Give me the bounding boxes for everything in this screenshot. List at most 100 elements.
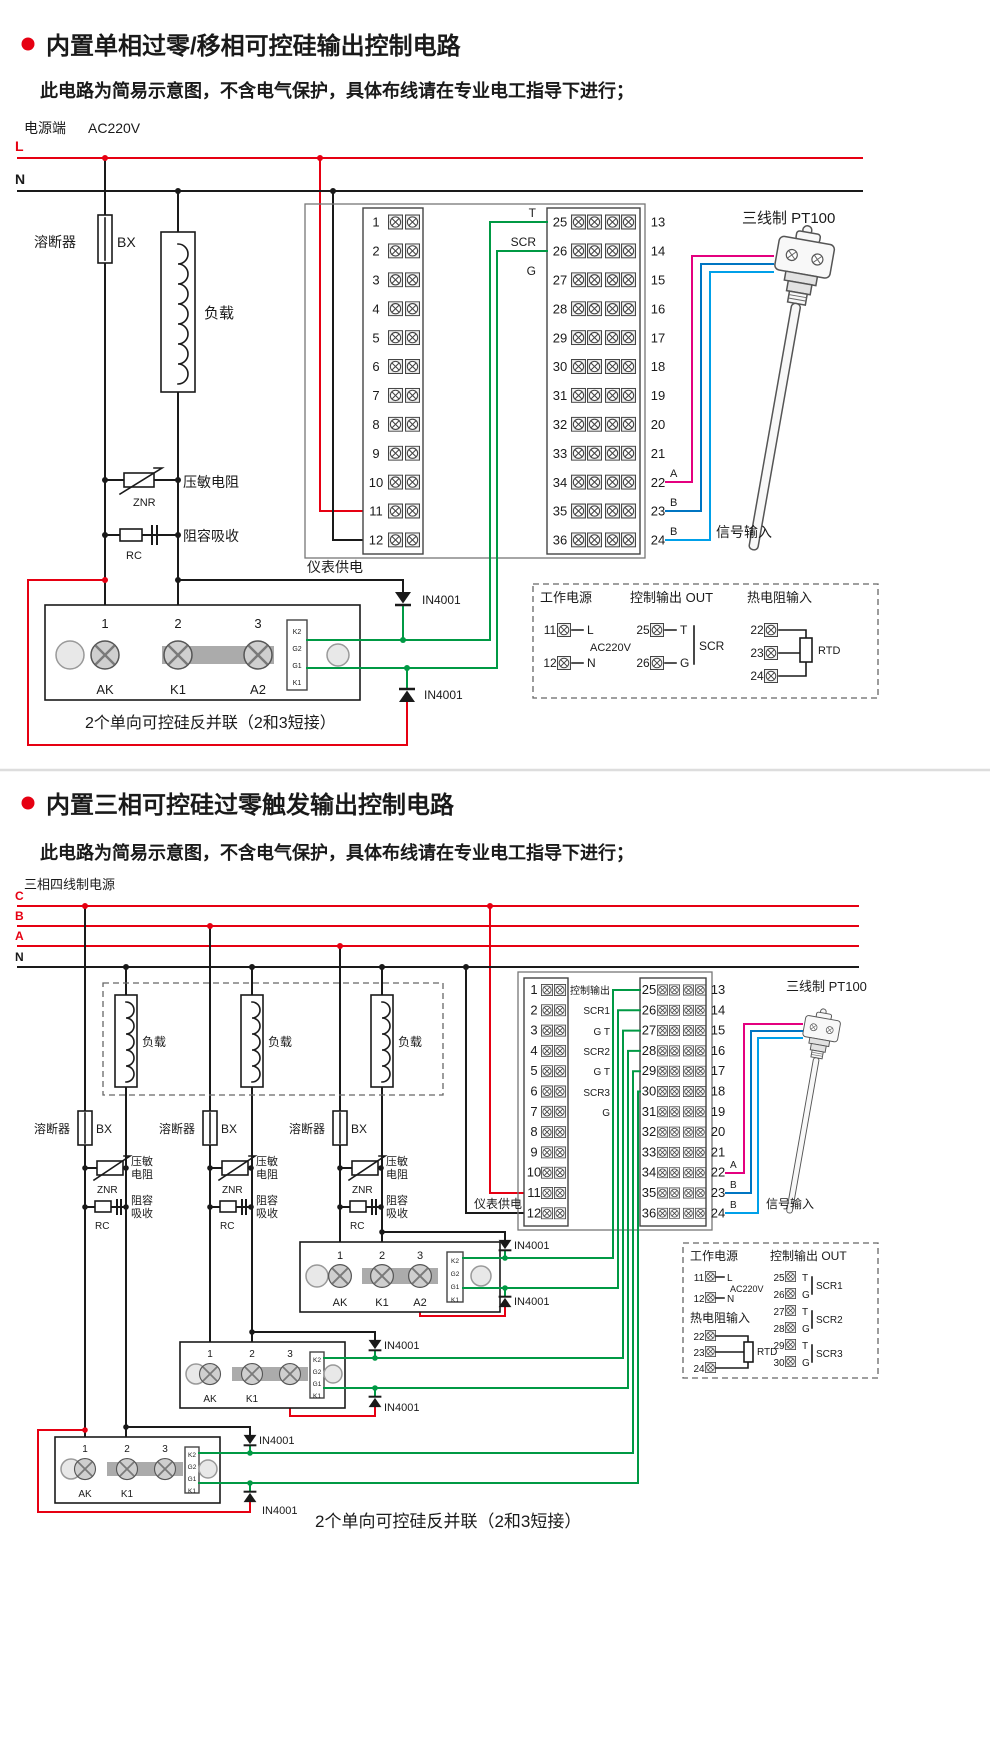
rtd-symbol bbox=[743, 1341, 754, 1363]
block-side-label: G bbox=[602, 1108, 610, 1119]
fuse-label: 溶断器 bbox=[34, 234, 76, 250]
terminal-screw-icon bbox=[605, 387, 620, 403]
section2-title: 内置三相可控硅过零触发输出控制电路 bbox=[46, 791, 455, 819]
rc-label: 阻容 bbox=[131, 1193, 153, 1207]
terminal-screw-icon bbox=[621, 445, 636, 461]
terminal-number: 35 bbox=[642, 1185, 656, 1200]
terminal-number: 13 bbox=[651, 215, 665, 230]
legend-terminal-number: 22 bbox=[750, 623, 764, 637]
terminal-screw-icon bbox=[541, 1187, 553, 1199]
terminal-screw-icon bbox=[388, 272, 403, 288]
terminal-screw-icon bbox=[541, 1166, 553, 1179]
block-side-label: SCR1 bbox=[583, 1006, 610, 1017]
terminal-number: 11 bbox=[369, 504, 383, 519]
load-single bbox=[160, 231, 196, 393]
terminal-screw-icon bbox=[705, 1362, 716, 1373]
legend-ac-label: AC220V bbox=[590, 642, 632, 654]
rc-code: RC bbox=[350, 1221, 364, 1232]
module-terminal-screw-icon bbox=[278, 1362, 302, 1386]
module-terminal-screw-icon bbox=[240, 1362, 264, 1386]
terminal-number: 24 bbox=[651, 533, 665, 548]
terminal-number: 21 bbox=[651, 446, 665, 461]
terminal-screw-icon bbox=[695, 1207, 706, 1219]
diode-label: IN4001 bbox=[259, 1435, 294, 1447]
terminal-screw-icon bbox=[621, 474, 636, 490]
terminal-number: 16 bbox=[711, 1043, 725, 1058]
terminal-screw-icon bbox=[669, 1146, 680, 1158]
section1-subtitle: 此电路为简易示意图，不含电气保护，具体布线请在专业电工指导下进行； bbox=[40, 80, 634, 101]
terminal-screw-icon bbox=[541, 1065, 553, 1078]
terminal-number: 31 bbox=[642, 1104, 656, 1119]
fuse-code: BX bbox=[117, 234, 136, 250]
module-terminal-number: 2 bbox=[174, 616, 181, 631]
legend-terminal-number: 24 bbox=[693, 1364, 705, 1375]
module-terminal-label: A2 bbox=[250, 682, 266, 697]
terminal-screw-icon bbox=[695, 1086, 706, 1097]
znr-label: 电阻 bbox=[131, 1168, 153, 1181]
wire-black-section2 bbox=[17, 905, 859, 1438]
rc-label: 阻容 bbox=[256, 1193, 278, 1207]
terminal-screw-icon bbox=[405, 474, 420, 490]
module-gate-label: G1 bbox=[451, 1284, 460, 1291]
terminal-screw-icon bbox=[554, 1065, 566, 1078]
legend-tg-label: G bbox=[802, 1358, 810, 1369]
terminal-screw-icon bbox=[554, 1166, 566, 1179]
module-terminal-screw-icon bbox=[153, 1457, 177, 1481]
load-label: 负载 bbox=[398, 1035, 422, 1049]
module-gate-label: K1 bbox=[188, 1488, 196, 1495]
terminal-number: 21 bbox=[711, 1144, 725, 1159]
terminal-number: 10 bbox=[369, 475, 383, 490]
terminal-screw-icon bbox=[785, 1305, 796, 1316]
terminal-number: 19 bbox=[651, 388, 665, 403]
bullet-icon bbox=[21, 796, 35, 810]
terminal-screw-icon bbox=[785, 1322, 796, 1333]
terminal-number: 31 bbox=[553, 388, 567, 403]
terminal-number: 29 bbox=[553, 330, 567, 345]
legend-tg-label: T bbox=[802, 1273, 808, 1284]
legend-out-title: 控制输出 OUT bbox=[770, 1248, 847, 1263]
terminal-screw-icon bbox=[571, 243, 586, 259]
znr-rc-set-1: 压敏 电阻 ZNR 阻容 吸收 RC bbox=[82, 1154, 153, 1232]
fuse-2 bbox=[202, 1110, 218, 1146]
out-label-t: T bbox=[529, 206, 537, 220]
terminal-screw-icon bbox=[669, 1106, 680, 1118]
block-side-label: G T bbox=[594, 1027, 610, 1038]
terminal-number: 7 bbox=[530, 1104, 537, 1119]
module-terminal-number: 1 bbox=[82, 1444, 88, 1455]
fuse-code: BX bbox=[221, 1122, 237, 1136]
terminal-screw-icon bbox=[657, 1086, 668, 1097]
legend-terminal-number: 23 bbox=[750, 646, 764, 660]
terminal-screw-icon bbox=[683, 1065, 694, 1077]
terminal-number: 1 bbox=[372, 215, 379, 230]
terminal-screw-icon bbox=[587, 301, 602, 317]
terminal-screw-icon bbox=[669, 1004, 680, 1016]
wire-blue-b1 bbox=[665, 263, 774, 512]
module-terminal-screw-icon bbox=[242, 639, 274, 671]
terminal-screw-icon bbox=[764, 669, 778, 683]
terminal-number: 14 bbox=[711, 1002, 725, 1017]
legend-tg-label: T bbox=[802, 1307, 808, 1318]
terminal-screw-icon bbox=[605, 416, 620, 432]
terminal-number: 36 bbox=[553, 533, 567, 548]
terminal-screw-icon bbox=[657, 1187, 668, 1199]
module-mount-hole bbox=[55, 640, 85, 670]
terminal-number: 28 bbox=[642, 1043, 656, 1058]
module-terminal-screw-icon bbox=[327, 1263, 353, 1289]
terminal-screw-icon bbox=[587, 474, 602, 490]
terminal-screw-icon bbox=[587, 532, 602, 548]
terminal-number: 27 bbox=[642, 1023, 656, 1038]
legend-terminal-number: 11 bbox=[544, 623, 557, 637]
terminal-number: 8 bbox=[372, 417, 379, 432]
terminal-screw-icon bbox=[669, 1025, 680, 1037]
terminal-screw-icon bbox=[557, 623, 571, 637]
legend-n-label: N bbox=[587, 656, 596, 670]
fuse-label: 溶断器 bbox=[34, 1121, 70, 1136]
line-n-label: N bbox=[15, 171, 25, 187]
module-terminal-number: 1 bbox=[101, 616, 108, 631]
module-terminal-screw-icon bbox=[89, 639, 121, 671]
znr-code: ZNR bbox=[222, 1185, 243, 1196]
rc-code: RC bbox=[95, 1221, 109, 1232]
terminal-screw-icon bbox=[657, 1207, 668, 1219]
